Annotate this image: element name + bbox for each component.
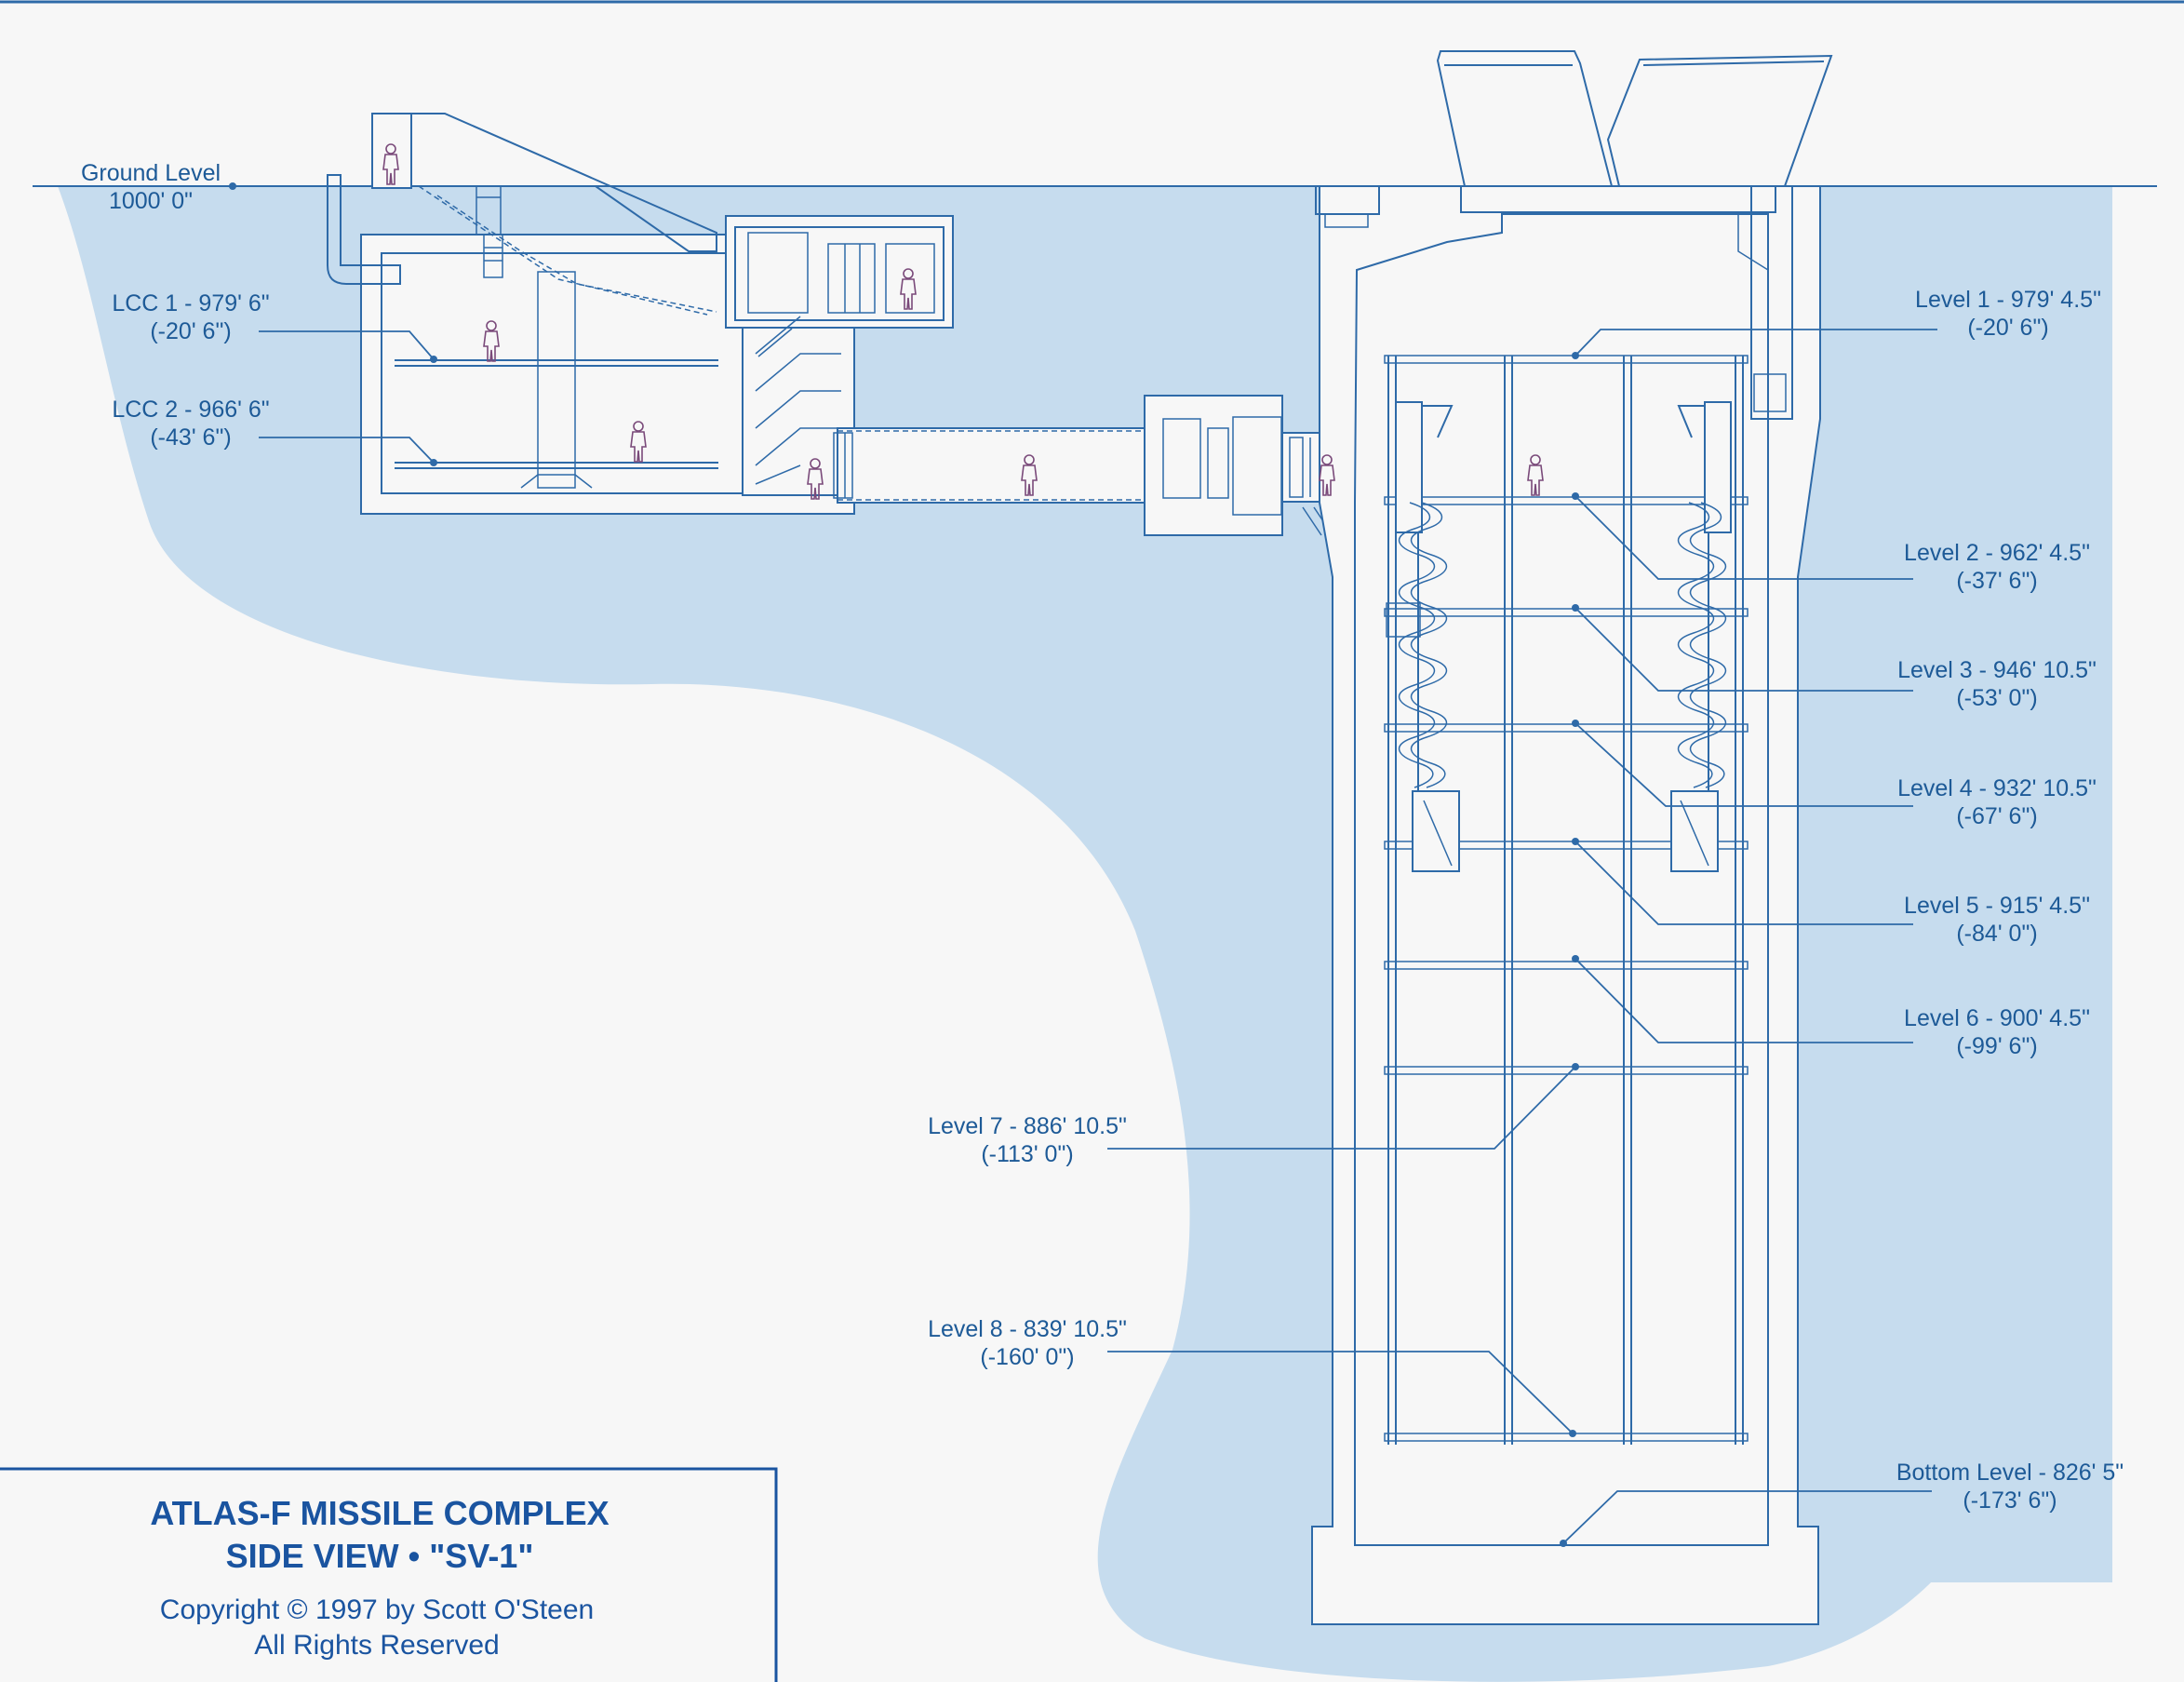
ground-level-value: 1000' 0" [109,188,193,214]
silo-level-6-name: Level 6 - 900' 4.5" [1904,1005,2090,1031]
silo-level-7-name: Level 7 - 886' 10.5" [928,1113,1127,1139]
silo-bottom-level-depth: (-173' 6") [1963,1487,2057,1514]
title-line-2: SIDE VIEW • "SV-1" [226,1537,534,1575]
lcc-level-2-depth: (-43' 6") [150,424,231,451]
copyright-text: Copyright © 1997 by Scott O'Steen [160,1595,594,1625]
silo-bottom-level-name: Bottom Level - 826' 5" [1896,1460,2124,1486]
silo-level-2-name: Level 2 - 962' 4.5" [1904,540,2090,566]
ground-marker [229,182,236,190]
silo-level-1-name: Level 1 - 979' 4.5" [1915,287,2101,313]
ground-level-label: Ground Level 1000' 0" [81,160,221,214]
missile-silo [1282,50,1833,1625]
ground-level-name: Ground Level [81,160,221,186]
silo-level-5-name: Level 5 - 915' 4.5" [1904,893,2090,919]
silo-level-2-depth: (-37' 6") [1956,568,2037,594]
title-block: ATLAS-F MISSILE COMPLEX SIDE VIEW • "SV-… [0,1467,778,1682]
title-line-1: ATLAS-F MISSILE COMPLEX [150,1494,609,1532]
silo-level-3-depth: (-53' 0") [1956,685,2037,711]
leader-lines [259,329,1937,1547]
silo-level-6-depth: (-99' 6") [1956,1033,2037,1059]
silo-level-8-depth: (-160' 0") [980,1344,1074,1370]
silo-level-4-name: Level 4 - 932' 10.5" [1897,775,2097,801]
lcc-level-1-name: LCC 1 - 979' 6" [112,290,269,316]
title-block-frame [0,1467,778,1682]
silo-level-3-name: Level 3 - 946' 10.5" [1897,657,2097,683]
silo-level-4-depth: (-67' 6") [1956,803,2037,829]
launch-control-center [327,113,954,515]
silo-level-8-name: Level 8 - 839' 10.5" [928,1316,1127,1342]
rights-text: All Rights Reserved [254,1630,499,1661]
silo-level-1-depth: (-20' 6") [1967,315,2048,341]
silo-level-7-depth: (-113' 0") [981,1141,1073,1167]
silo-level-labels: Level 1 - 979' 4.5" (-20' 6") Level 2 - … [928,287,2124,1514]
silo-level-5-depth: (-84' 0") [1956,921,2037,947]
lcc-level-2-name: LCC 2 - 966' 6" [112,397,269,423]
lcc-level-1-depth: (-20' 6") [150,318,231,344]
lcc-level-labels: LCC 1 - 979' 6" (-20' 6") LCC 2 - 966' 6… [112,290,269,451]
